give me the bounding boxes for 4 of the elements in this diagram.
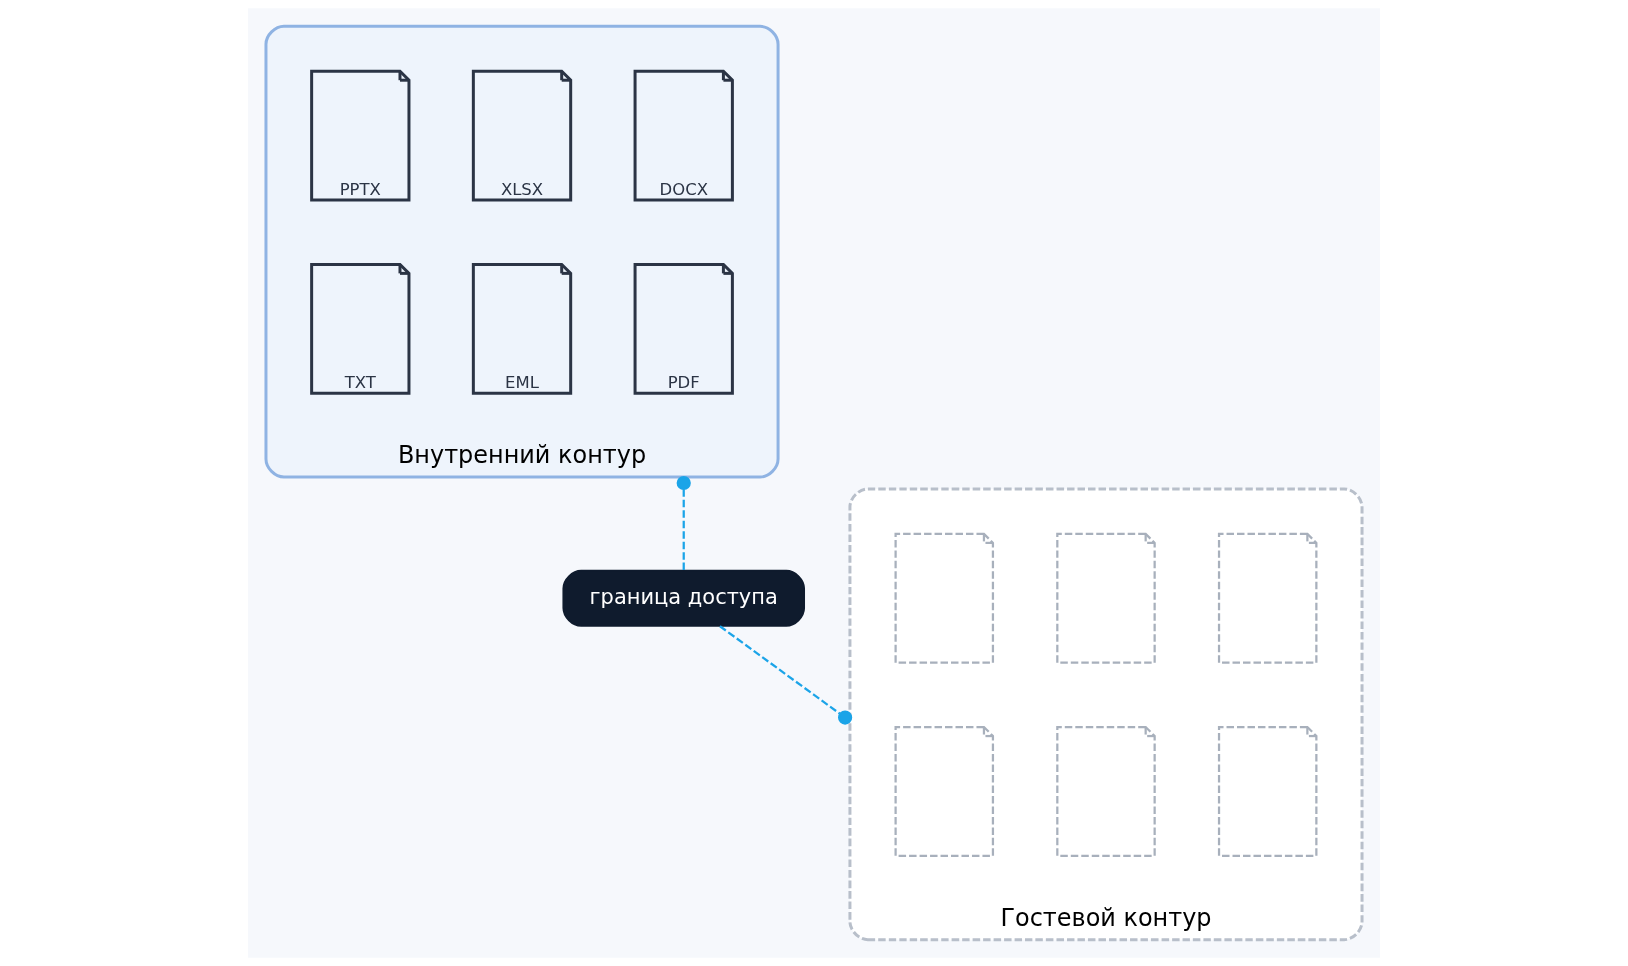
connector bbox=[719, 625, 853, 725]
connector bbox=[676, 475, 691, 571]
cluster: Гостевой контур bbox=[848, 487, 1364, 942]
node-box: граница доступа bbox=[562, 569, 805, 627]
